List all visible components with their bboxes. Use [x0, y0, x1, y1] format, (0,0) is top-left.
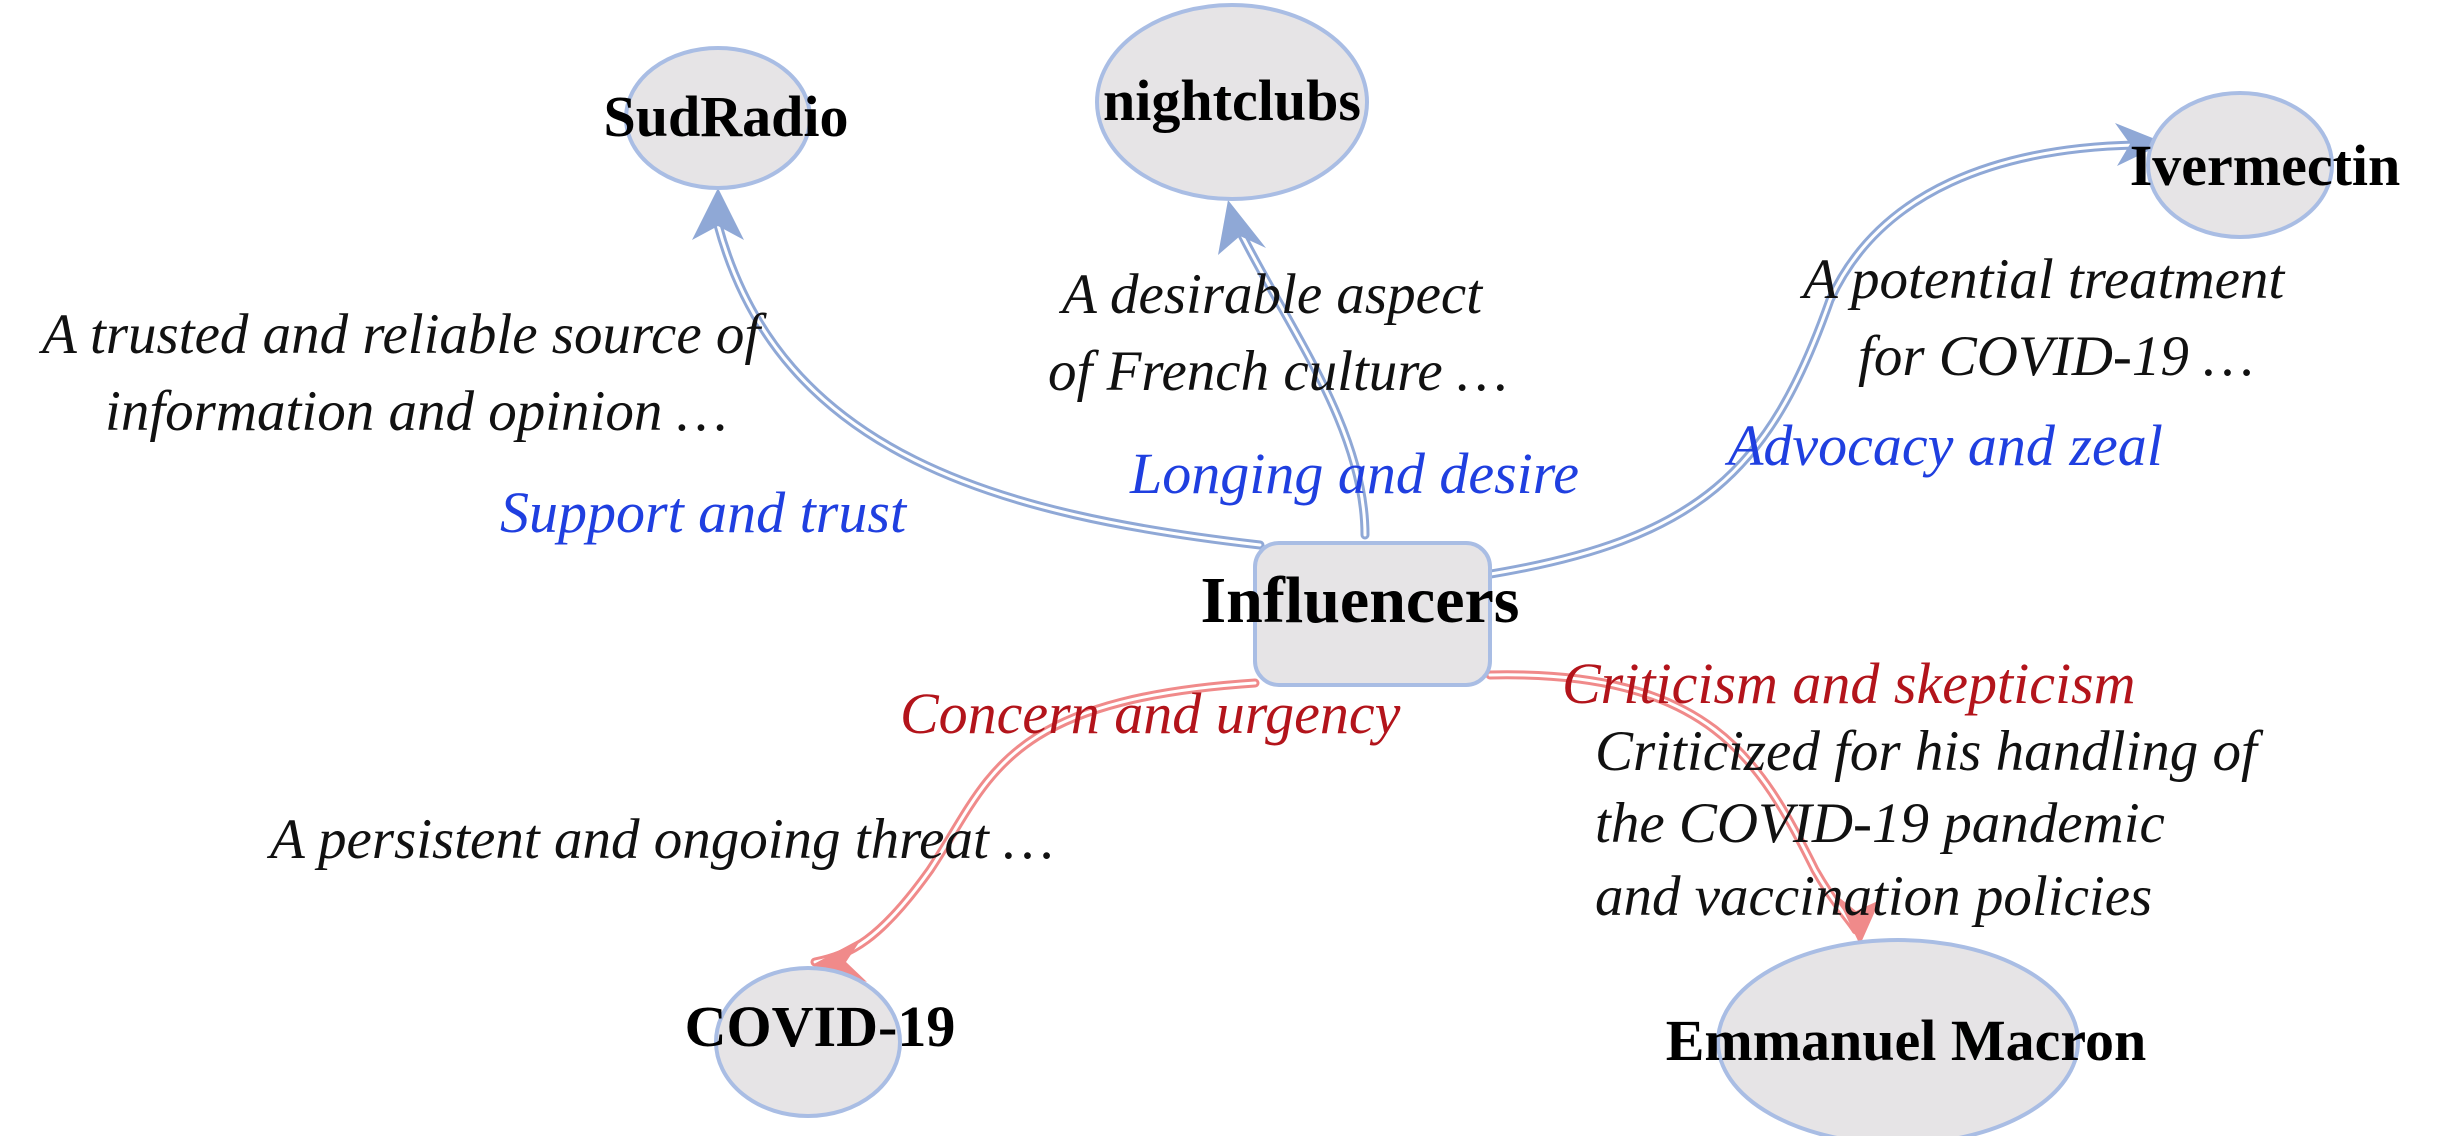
description-line: and vaccination policies: [1595, 865, 2152, 928]
node-nightclubs: nightclubs: [1095, 3, 1369, 201]
description-line: for COVID-19 …: [1858, 325, 2254, 388]
edge-macron: [1485, 670, 1880, 945]
center-label: Influencers: [1201, 564, 1520, 637]
description-sudradio: A trusted and reliable source of informa…: [38, 303, 767, 443]
relation-label-ivermectin: Advocacy and zeal: [1724, 413, 2163, 478]
arrowhead-covid: [812, 938, 867, 982]
node-label-sudradio: SudRadio: [603, 84, 848, 149]
relation-label-sudradio: Support and trust: [500, 480, 908, 545]
node-covid: COVID-19: [685, 966, 956, 1118]
description-line: A desirable aspect: [1058, 263, 1483, 326]
description-line: the COVID-19 pandemic: [1595, 792, 2165, 855]
arrowhead-macron: [1836, 895, 1880, 945]
node-ivermectin: Ivermectin: [2130, 91, 2401, 239]
description-line: A trusted and reliable source of: [38, 303, 767, 366]
node-influencers: Influencers: [1201, 541, 1520, 687]
arrowhead-sudradio: [692, 188, 744, 240]
edge-ivermectin: [1480, 123, 2165, 580]
description-covid: A persistent and ongoing threat …: [266, 808, 1054, 871]
description-macron: Criticized for his handling of the COVID…: [1595, 720, 2264, 928]
description-nightclubs: A desirable aspect of French culture …: [1048, 263, 1508, 403]
edge-nightclubs: [1218, 200, 1370, 540]
node-sudradio: SudRadio: [603, 46, 849, 190]
relation-label-covid: Concern and urgency: [900, 681, 1401, 746]
relation-label-nightclubs: Longing and desire: [1129, 441, 1579, 506]
arrowhead-ivermectin: [2115, 123, 2165, 166]
edge-sudradio: [692, 188, 1265, 550]
node-macron: Emmanuel Macron: [1666, 938, 2147, 1136]
description-line: Criticized for his handling of: [1595, 720, 2264, 783]
description-ivermectin: A potential treatment for COVID-19 …: [1799, 248, 2285, 388]
node-label-nightclubs: nightclubs: [1103, 68, 1361, 133]
node-label-ivermectin: Ivermectin: [2130, 133, 2401, 198]
description-line: information and opinion …: [105, 380, 727, 443]
relation-label-macron: Criticism and skepticism: [1562, 651, 2136, 716]
node-label-covid: COVID-19: [685, 994, 956, 1059]
arrowhead-nightclubs: [1218, 200, 1266, 255]
edge-covid: [810, 678, 1260, 982]
node-label-macron: Emmanuel Macron: [1666, 1008, 2147, 1073]
description-line: A potential treatment: [1799, 248, 2285, 311]
description-line: A persistent and ongoing threat …: [266, 808, 1054, 871]
description-line: of French culture …: [1048, 340, 1508, 403]
